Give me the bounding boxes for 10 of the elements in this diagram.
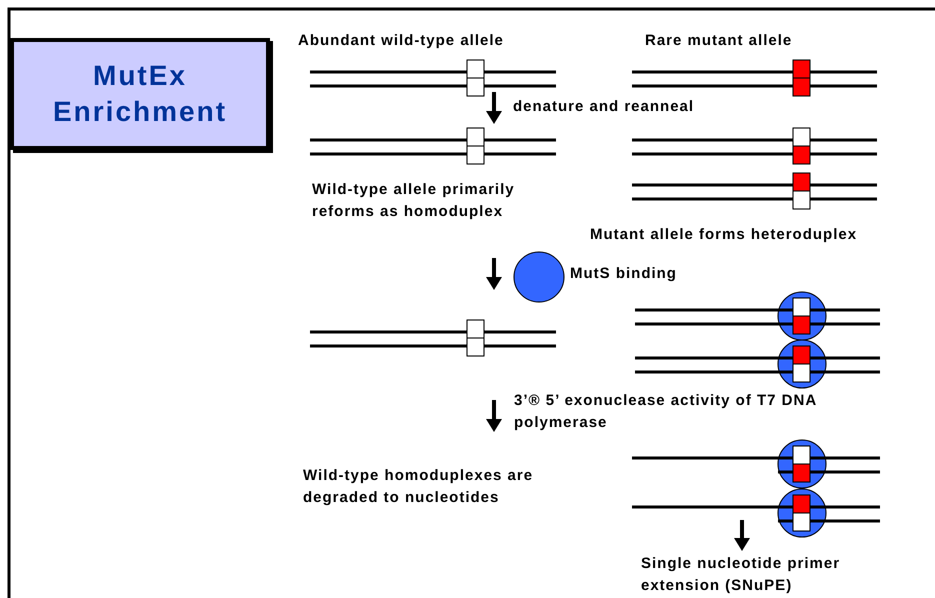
step-label: Rare mutant allele [645, 31, 794, 51]
title-box: MutEx Enrichment [10, 38, 270, 150]
step-label: Single nucleotide primer extension (SNuPE) [641, 554, 842, 596]
step-label: Mutant allele forms heteroduplex [590, 225, 858, 245]
step-label: denature and reanneal [513, 97, 696, 117]
step-label: Wild-type homoduplexes are degraded to nucleotides [303, 466, 534, 508]
step-label: Abundant wild-type allele [298, 31, 505, 51]
step-label: 3’® 5’ exonuclease activity of T7 DNA polymerase [514, 391, 818, 433]
step-label: Wild-type allele primarily reforms as homoduplex [312, 180, 516, 222]
step-label: MutS binding [570, 264, 678, 284]
